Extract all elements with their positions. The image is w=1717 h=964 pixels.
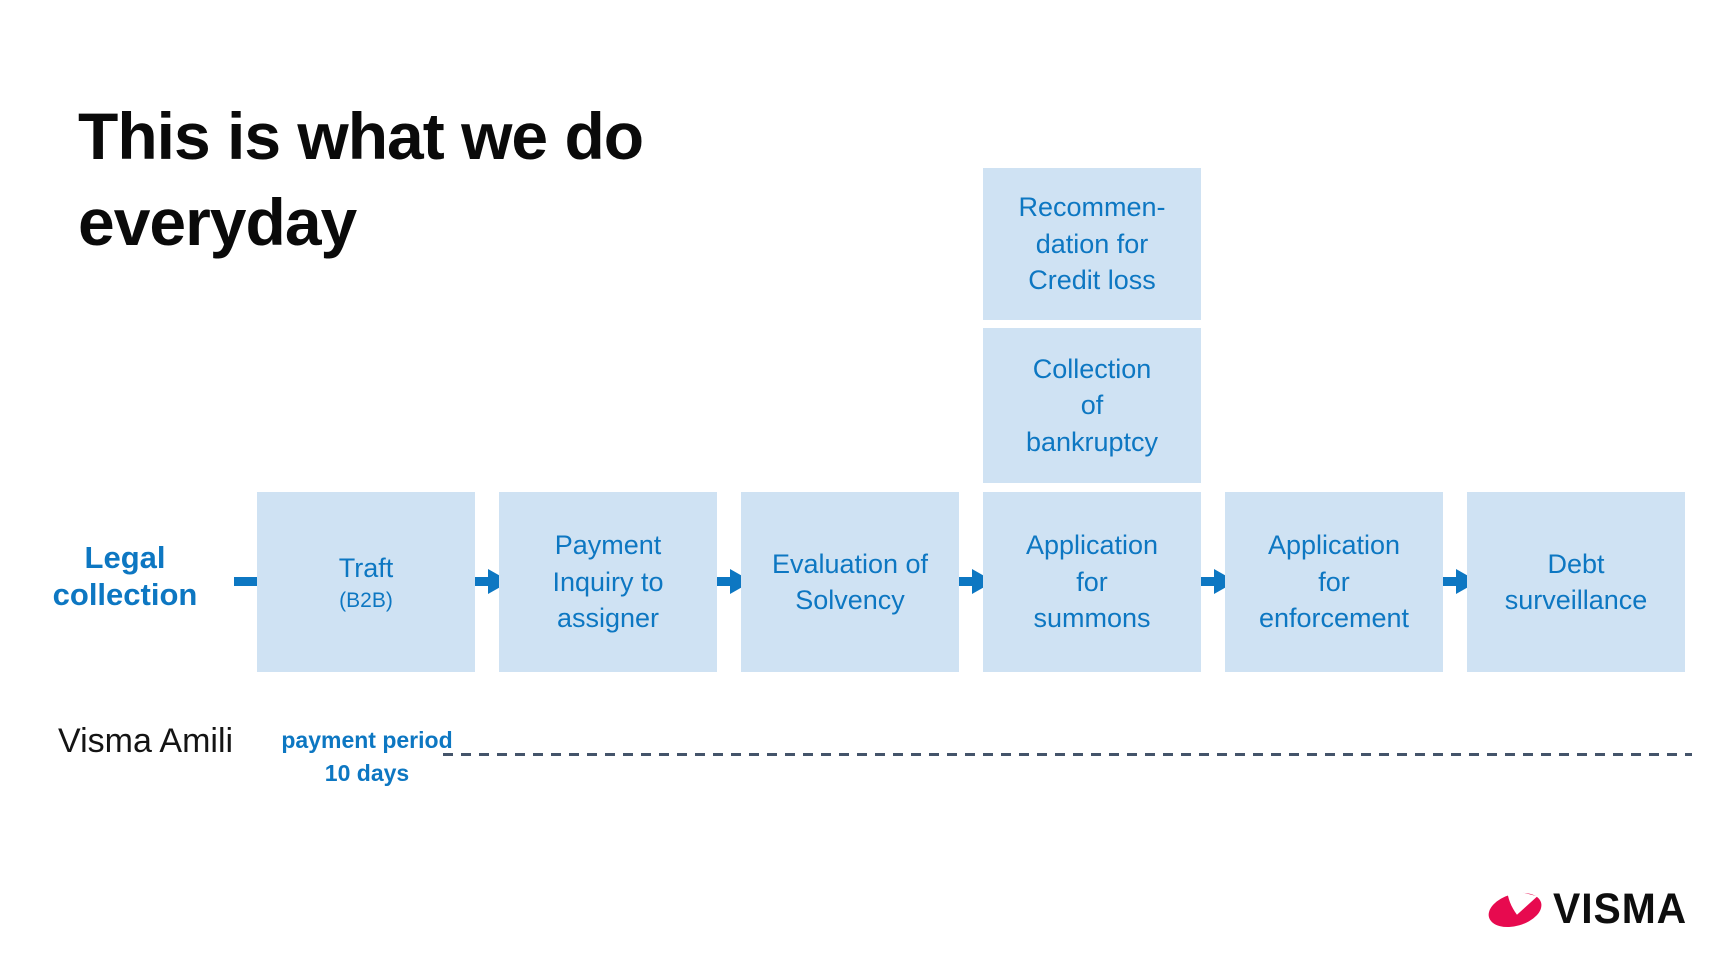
box-text-line: for (1076, 566, 1108, 597)
visma-logo-text: VISMA (1553, 884, 1688, 933)
box-text-line: Collection (1032, 353, 1152, 384)
branch-box-bankruptcy: Collection of bankruptcy (983, 328, 1201, 483)
arrow-right-icon (1432, 569, 1478, 594)
box-text-line: Payment (554, 530, 662, 561)
flow-row-label-line1: Legal (84, 540, 166, 575)
flow-arrow (464, 566, 510, 597)
box-text-line: dation for (1035, 228, 1149, 259)
flow-box-traft: Traft (B2B) (257, 492, 475, 672)
flow-arrow (706, 566, 752, 597)
box-text-line: of (1080, 390, 1104, 421)
box-text-line: enforcement (1258, 603, 1410, 634)
box-text-line: bankruptcy (1025, 426, 1159, 457)
visma-logo-mark-icon (1488, 889, 1542, 928)
box-text-line: surveillance (1504, 585, 1648, 615)
box-text-line: Traft (338, 553, 394, 584)
branch-box-credit-loss: Recommen- dation for Credit loss (983, 168, 1201, 320)
flow-box-application-enforcement: Application for enforcement (1225, 492, 1443, 672)
box-text-line: assigner (556, 603, 660, 634)
flow-arrow (948, 566, 994, 597)
flow-box-evaluation-solvency: Evaluation of Solvency (741, 492, 959, 672)
slide-title-line2: everyday (78, 184, 357, 259)
box-text-line: Credit loss (1028, 265, 1156, 296)
timeline-dashed-line (443, 753, 1692, 756)
flow-box-payment-inquiry: Payment Inquiry to assigner (499, 492, 717, 672)
slide-title: This is what we do everyday (78, 94, 838, 266)
arrow-right-icon (464, 569, 510, 594)
payment-period-line2: 10 days (324, 759, 410, 786)
box-text-line: summons (1033, 603, 1151, 634)
box-text-line: Inquiry to (552, 566, 664, 597)
box-text-line: for (1318, 566, 1350, 597)
flow-row-label: Legal collection (26, 540, 224, 613)
box-text-subline: (B2B) (339, 588, 393, 612)
timeline-owner-label: Visma Amili (58, 722, 234, 760)
box-text-line: Application (1267, 530, 1401, 561)
box-text-line: Application (1025, 530, 1159, 561)
visma-logo: VISMA (1487, 886, 1694, 932)
flow-box-debt-surveillance: Debt surveillance (1467, 492, 1685, 672)
flow-box-application-summons: Application for summons (983, 492, 1201, 672)
box-text-line: Solvency (795, 585, 905, 615)
flow-row-label-line2: collection (52, 576, 198, 612)
payment-period-annotation: payment period 10 days (268, 724, 466, 789)
box-text-line: Evaluation of (771, 548, 929, 579)
slide-title-line1: This is what we do (78, 99, 644, 173)
box-text-line: Recommen- (1018, 192, 1166, 223)
arrow-right-icon (706, 569, 752, 594)
payment-period-line1: payment period (281, 727, 453, 753)
flow-arrow (1190, 566, 1236, 597)
arrow-right-icon (948, 569, 994, 594)
arrow-right-icon (1190, 569, 1236, 594)
flow-arrow (1432, 566, 1478, 597)
box-text-line: Debt (1547, 548, 1605, 579)
